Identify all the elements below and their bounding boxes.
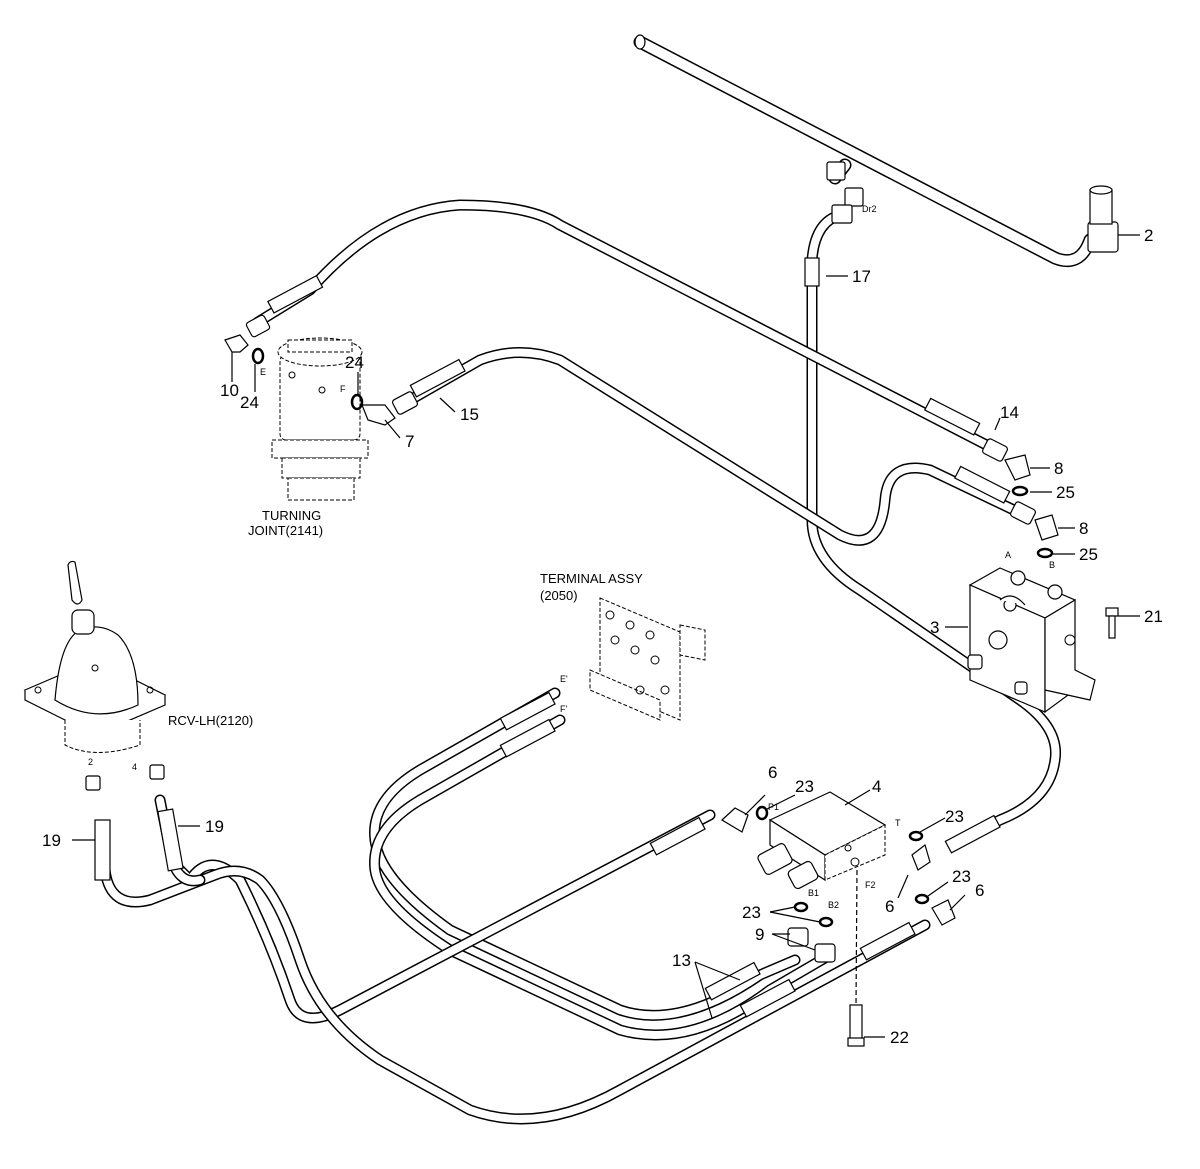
turning-joint: [271, 337, 369, 501]
sleeve-13-a: [499, 691, 556, 731]
label-6-top: 6: [768, 763, 777, 782]
o-ring-24-left: [251, 347, 265, 365]
port-f: F: [340, 384, 346, 394]
label-23-b: 23: [742, 903, 761, 922]
port-rcv-4: 4: [132, 762, 137, 772]
elbow-8-lower: [1010, 501, 1059, 541]
port-e-prime: E': [560, 674, 568, 684]
elbow-7: [361, 391, 419, 426]
label-23-f2: 23: [952, 867, 971, 886]
label-15: 15: [460, 405, 479, 424]
rcv-lh-label: RCV-LH(2120): [168, 713, 253, 728]
label-23-t: 23: [945, 807, 964, 826]
o-ring-23-f2: [914, 893, 930, 905]
bolt-21: [1105, 607, 1119, 639]
turning-joint-label-2: JOINT(2141): [248, 523, 323, 538]
label-2: 2: [1144, 226, 1153, 245]
elbow-6-mid: [911, 843, 931, 871]
port-f-prime: F': [560, 704, 567, 714]
o-ring-23-b2: [818, 916, 834, 928]
port-p1: P1: [768, 802, 779, 812]
sleeve-13-d: [739, 978, 796, 1018]
leader-lines: [72, 234, 1140, 1038]
piping: [99, 35, 1097, 1125]
sleeve-t: [944, 814, 1001, 854]
component-labels: TURNING JOINT(2141) TERMINAL ASSY (2050)…: [168, 508, 643, 728]
sleeve-14-right: [923, 397, 981, 436]
label-4: 4: [872, 777, 881, 796]
label-25-lower: 25: [1079, 545, 1098, 564]
label-7: 7: [405, 432, 414, 451]
label-22: 22: [890, 1028, 909, 1047]
label-13: 13: [672, 951, 691, 970]
o-ring-23-b1: [793, 901, 809, 913]
label-24-left: 24: [240, 393, 259, 412]
sleeve-14-left: [267, 274, 324, 314]
turning-joint-label-1: TURNING: [262, 508, 321, 523]
label-21: 21: [1144, 607, 1163, 626]
port-t: T: [895, 818, 901, 828]
sleeve-17: [804, 257, 820, 287]
elbows-9: [787, 927, 836, 963]
port-a: A: [1005, 550, 1011, 560]
label-23-top: 23: [795, 777, 814, 796]
label-8-upper: 8: [1054, 459, 1063, 478]
terminal-assy-label-1: TERMINAL ASSY: [540, 571, 643, 586]
label-10: 10: [220, 381, 239, 400]
o-ring-23-p1: [755, 805, 769, 821]
sleeve-13-b: [499, 718, 556, 758]
label-24-right: 24: [345, 353, 364, 372]
elbow-10: [224, 314, 271, 353]
terminal-assy: [589, 597, 706, 721]
o-ring-25-upper: [1011, 485, 1029, 497]
port-b2: B2: [828, 900, 839, 910]
port-e: E: [260, 367, 266, 377]
sleeve-19-right: [157, 808, 184, 872]
part-number-labels: 2 17 10 24 24 7 15 14 8 25 8 25 3 21 6 2…: [42, 226, 1163, 1047]
label-25-upper: 25: [1056, 483, 1075, 502]
o-ring-24-right: [350, 393, 364, 411]
o-ring-23-t: [908, 830, 924, 842]
bolt-22: [847, 869, 865, 1047]
elbow-6-top: [721, 807, 749, 833]
label-19-left: 19: [42, 831, 61, 850]
label-9: 9: [755, 925, 764, 944]
hose-13-a: [369, 687, 801, 1021]
port-f2: F2: [865, 880, 876, 890]
sleeve-f2: [859, 921, 916, 961]
elbow-6-right: [931, 899, 956, 926]
port-labels: Dr2 E F A B E' F' P1 T B1 B2 F2 2 4: [88, 204, 1055, 910]
hose-17: [806, 209, 1062, 846]
port-rcv-2: 2: [88, 757, 93, 767]
label-6-right: 6: [975, 881, 984, 900]
label-19-right: 19: [205, 817, 224, 836]
terminal-assy-label-2: (2050): [540, 588, 578, 603]
o-ring-25-lower: [1036, 547, 1054, 559]
sleeve-19-left: [94, 819, 111, 881]
sleeve-15-left: [409, 358, 466, 398]
label-6-mid: 6: [885, 897, 894, 916]
label-14: 14: [1000, 403, 1019, 422]
hose-15: [399, 347, 1024, 546]
port-dr2: Dr2: [862, 204, 877, 214]
rcv-lh-joystick: [23, 560, 167, 791]
drain-pipe-tee: [634, 34, 1119, 253]
label-8-lower: 8: [1079, 519, 1088, 538]
sleeve-15-right: [953, 465, 1011, 504]
elbow-8-upper: [982, 438, 1031, 481]
sleeve-p1: [649, 816, 706, 856]
label-17: 17: [852, 267, 871, 286]
port-b: B: [1049, 560, 1055, 570]
block-4: [757, 791, 887, 890]
label-3: 3: [930, 618, 939, 637]
valve-3: [967, 567, 1096, 714]
port-b1: B1: [808, 888, 819, 898]
